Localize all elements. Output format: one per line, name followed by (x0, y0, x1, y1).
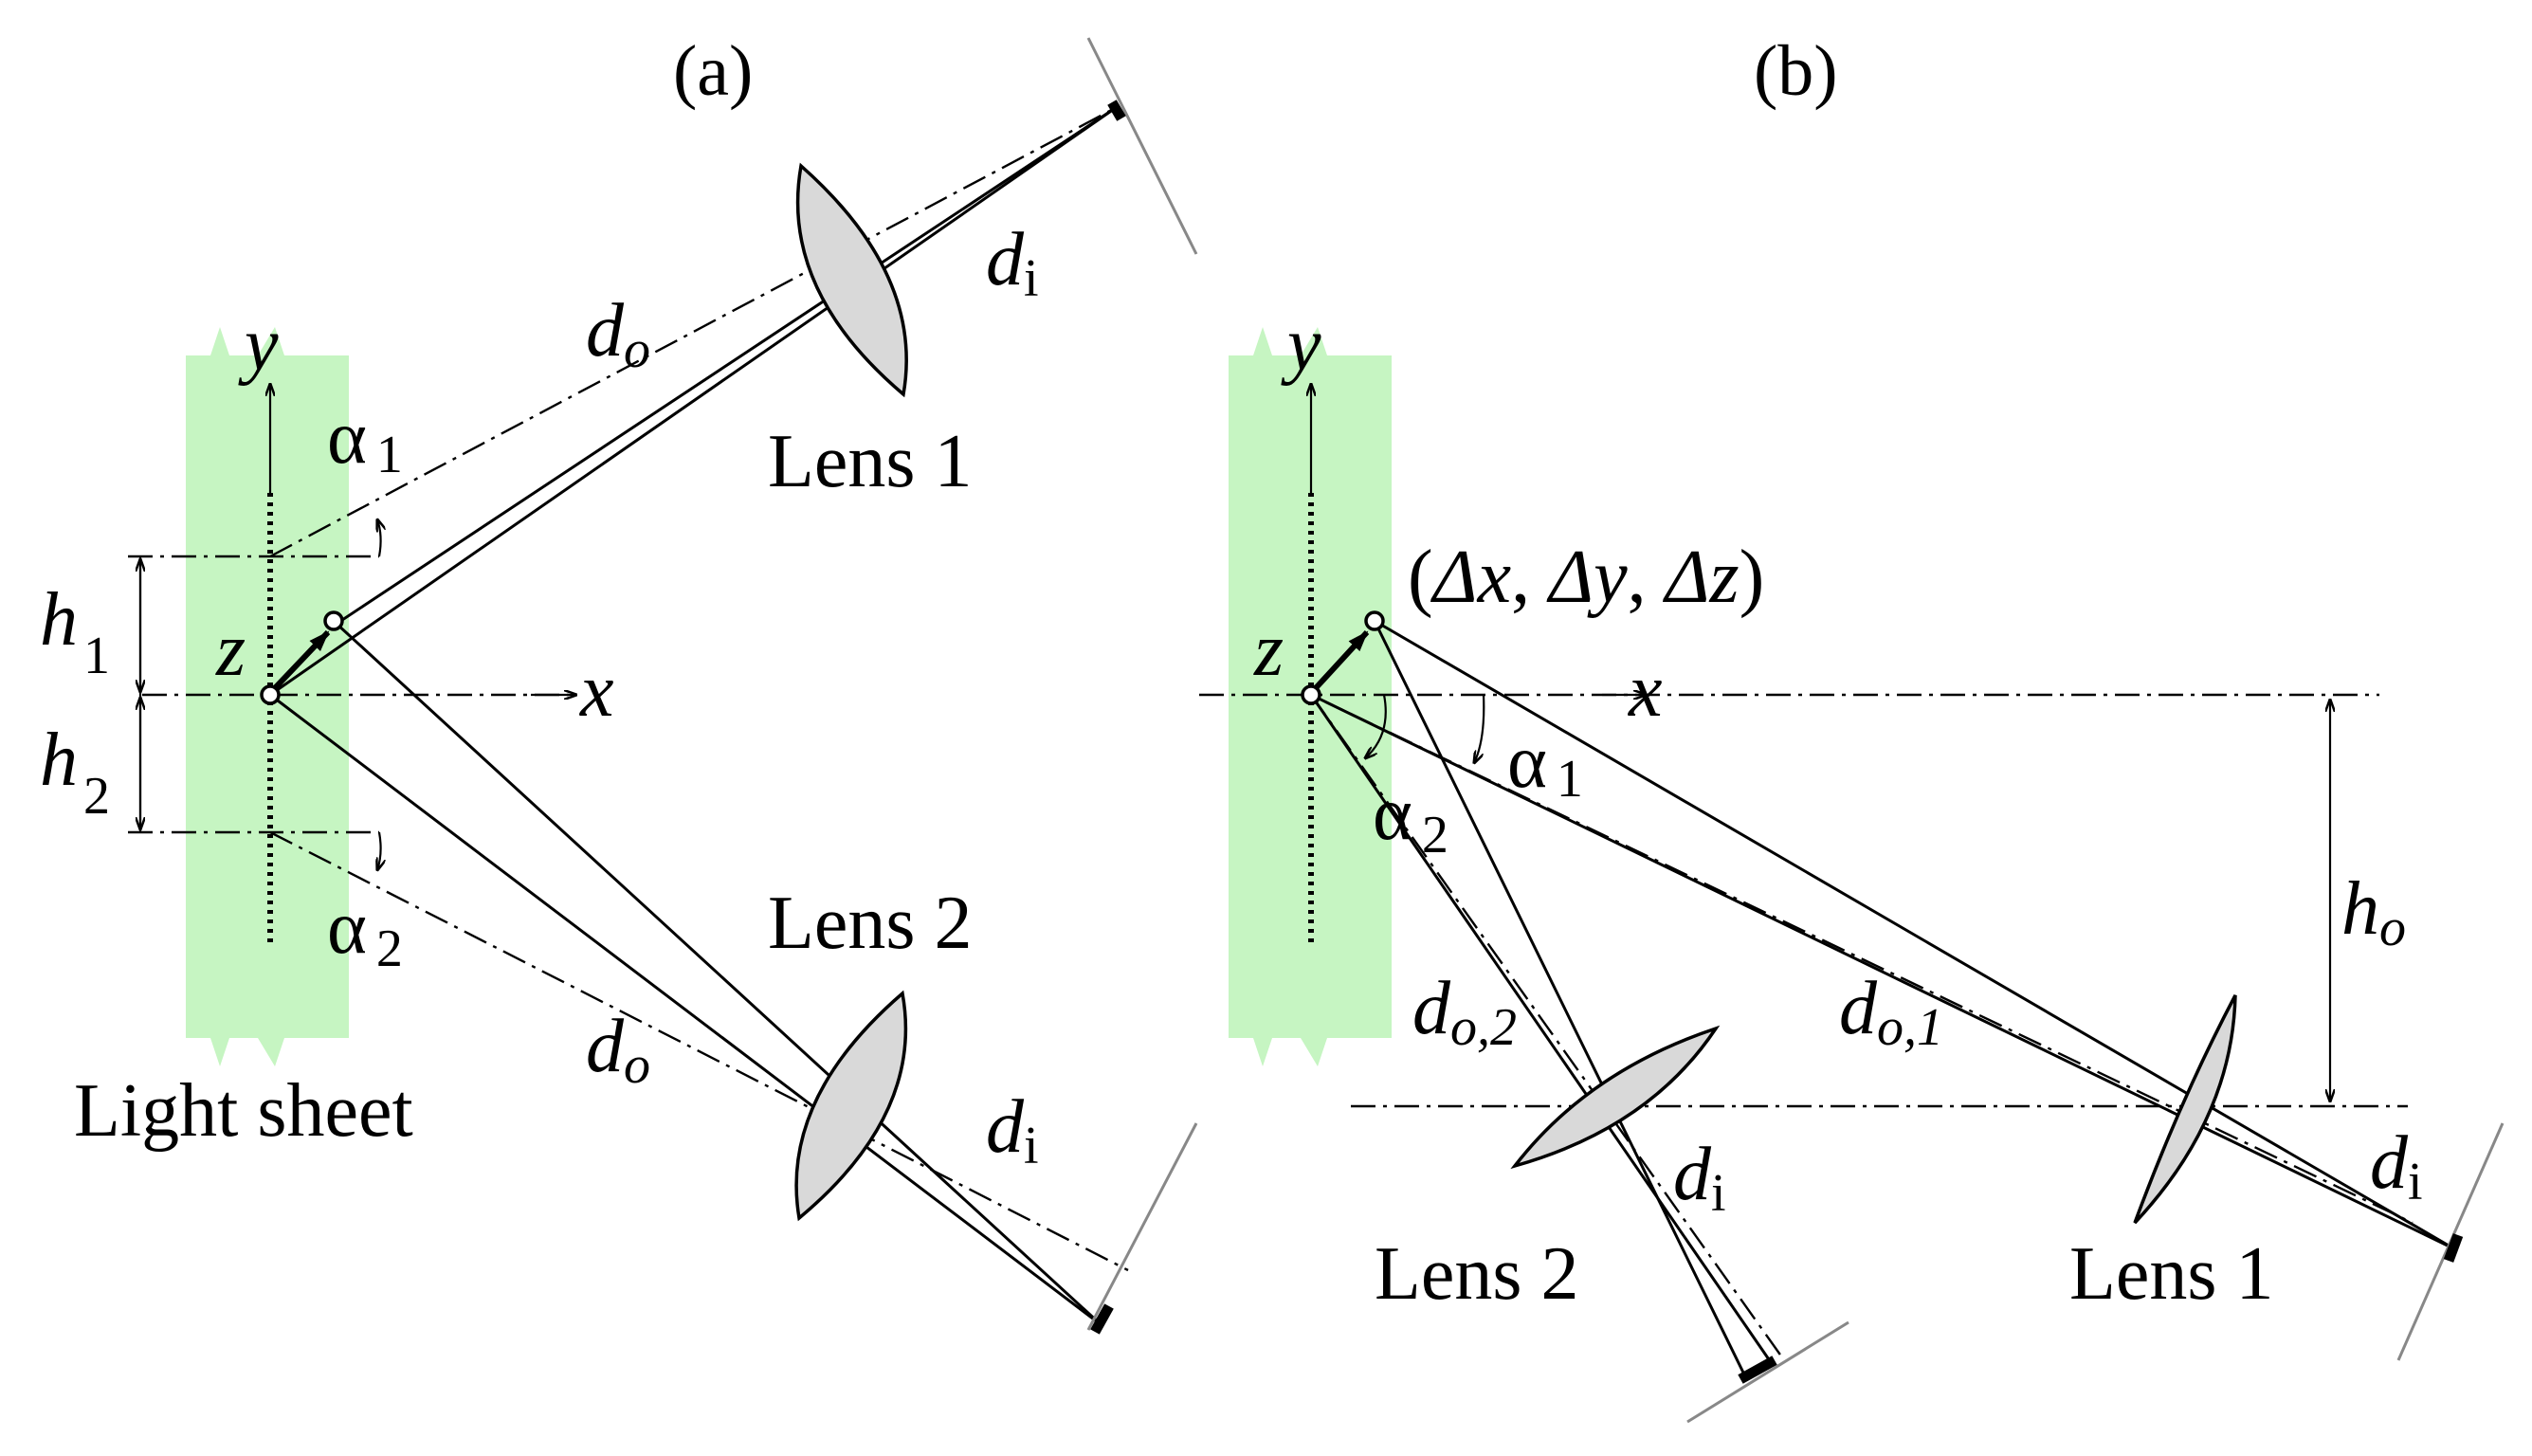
displacement-label-b: (Δx, Δy, Δz) (1408, 536, 1764, 619)
sensor-plane-top-a (1086, 37, 1198, 255)
lens-1-a (795, 162, 908, 398)
ray-top-2-a (269, 105, 1118, 697)
ho-label: ho (2341, 867, 2406, 957)
displaced-point-a (323, 610, 344, 631)
do1-label-b: do,1 (1839, 967, 1943, 1057)
displacement-arrow-a (270, 629, 331, 693)
lens-2-a (794, 990, 908, 1222)
x-axis-label-a: x (579, 649, 614, 733)
sensor-lens2-b (1738, 1356, 1777, 1384)
h2-sub: 2 (83, 767, 110, 826)
lens2-label-a: Lens 2 (768, 882, 973, 965)
sensor-plane-bottom-a (1086, 1122, 1198, 1331)
alpha2-arc-b (1365, 694, 1387, 758)
lens2-label-b: Lens 2 (1375, 1232, 1579, 1316)
sensor-top-a (1107, 100, 1126, 121)
ray-lens2-1-b (1373, 620, 1746, 1375)
ray-bottom-2-a (269, 693, 1102, 1327)
alpha1-arc-b (1474, 694, 1485, 763)
z-axis-label-b: z (1253, 609, 1284, 692)
h2-label: h (40, 719, 78, 802)
optical-axis-lens2-b (1310, 694, 1783, 1358)
y-axis-label-b: y (1281, 303, 1321, 387)
h1-sub: 1 (83, 627, 110, 685)
x-axis-label-b: x (1628, 649, 1663, 733)
ray-lens1-2-b (1310, 693, 2456, 1251)
sensor-plane-lens2-b (1686, 1320, 1849, 1424)
do-bottom-label-a: do (586, 1005, 650, 1095)
displacement-arrow-b (1311, 629, 1370, 693)
z-axis-label-a: z (215, 609, 246, 692)
lens-1-b (2133, 994, 2237, 1225)
ray-top-1-a (336, 105, 1118, 626)
optical-axis-bottom-a (269, 830, 1129, 1272)
h1-label: h (40, 578, 78, 662)
origin-point-b (1301, 684, 1321, 705)
alpha1-arc-a (377, 519, 381, 557)
optical-axis-top-a (269, 104, 1120, 558)
ray-bottom-1-a (335, 622, 1103, 1327)
di-right-label-b: di (2370, 1121, 2423, 1211)
do-top-label-a: do (586, 289, 650, 379)
displaced-point-b (1364, 610, 1385, 631)
ray-lens1-1-b (1374, 619, 2456, 1251)
y-axis-label-a: y (238, 303, 279, 387)
optical-axis-lens1-b (1310, 693, 2414, 1225)
panel-label-a: (a) (673, 31, 753, 111)
alpha2-arc-a (377, 831, 381, 870)
di-left-label-b: di (1673, 1133, 1726, 1223)
sensor-bottom-a (1090, 1303, 1114, 1335)
lens1-label-a: Lens 1 (768, 420, 973, 503)
do2-label-b: do,2 (1412, 967, 1517, 1057)
ray-lens2-2-b (1309, 694, 1775, 1366)
di-bottom-label-a: di (986, 1085, 1039, 1175)
lens1-label-b: Lens 1 (2069, 1232, 2274, 1316)
panel-label-b: (b) (1754, 31, 1838, 111)
light-sheet-label: Light sheet (74, 1069, 413, 1153)
lens-2-b (1510, 1025, 1721, 1170)
origin-point-a (260, 684, 281, 705)
sensor-lens1-b (2443, 1233, 2464, 1263)
di-top-label-a: di (986, 218, 1039, 308)
